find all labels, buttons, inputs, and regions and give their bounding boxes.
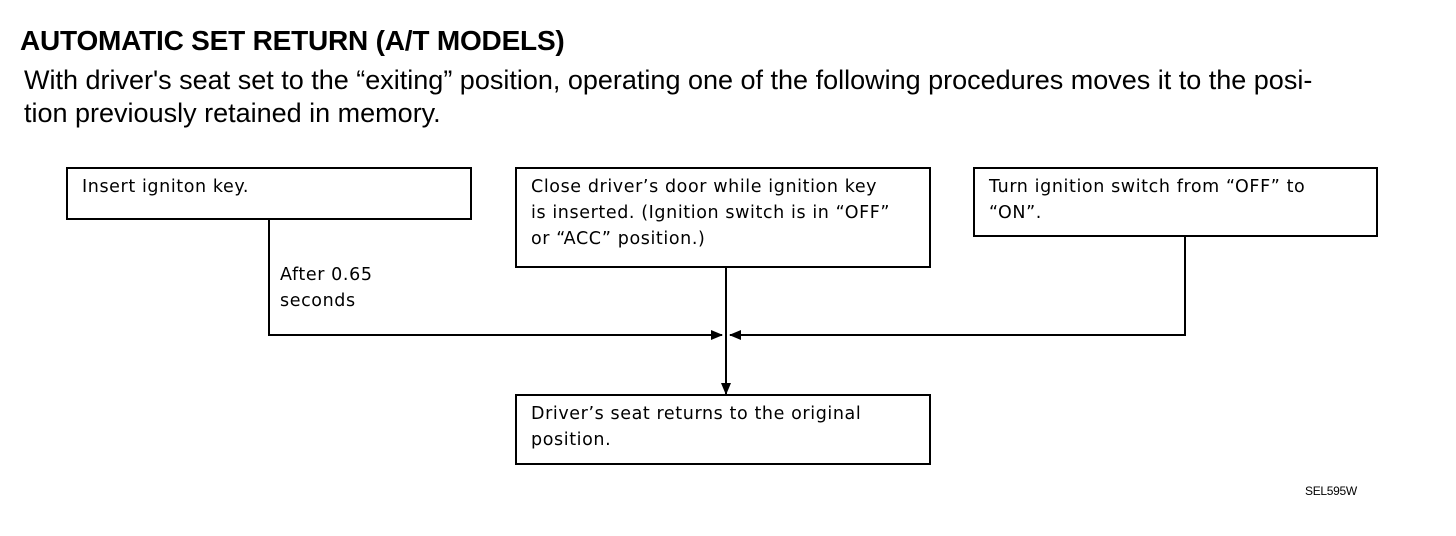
condition-box-close-door: Close driver’s door while ignition key i… <box>515 167 931 268</box>
intro-paragraph: With driver's seat set to the “exiting” … <box>24 64 1434 130</box>
delay-label: After 0.65 seconds <box>280 262 373 314</box>
condition-2-line-2: is inserted. (Ignition switch is in “OFF… <box>531 203 891 223</box>
delay-label-line-2: seconds <box>280 291 356 311</box>
condition-2-line-1: Close driver’s door while ignition key <box>531 177 878 197</box>
delay-label-line-1: After 0.65 <box>280 265 373 285</box>
intro-line-2: tion previously retained in memory. <box>24 98 441 128</box>
result-line-1: Driver’s seat returns to the original <box>531 404 862 424</box>
result-box-seat-returns: Driver’s seat returns to the original po… <box>515 394 931 465</box>
figure-id-label: SEL595W <box>1305 484 1357 498</box>
condition-2-line-3: or “ACC” position.) <box>531 229 706 249</box>
connector-condition-1 <box>268 220 723 340</box>
connector-condition-3 <box>729 237 1186 340</box>
result-line-2: position. <box>531 430 612 450</box>
condition-3-line-1: Turn ignition switch from “OFF” to <box>989 177 1306 197</box>
condition-3-line-2: “ON”. <box>989 203 1042 223</box>
section-title: AUTOMATIC SET RETURN (A/T MODELS) <box>20 25 565 56</box>
condition-box-insert-key: Insert igniton key. <box>66 167 472 220</box>
intro-line-1: With driver's seat set to the “exiting” … <box>24 65 1313 95</box>
condition-box-ignition-on: Turn ignition switch from “OFF” to “ON”. <box>973 167 1378 237</box>
condition-1-line-1: Insert igniton key. <box>82 177 250 197</box>
